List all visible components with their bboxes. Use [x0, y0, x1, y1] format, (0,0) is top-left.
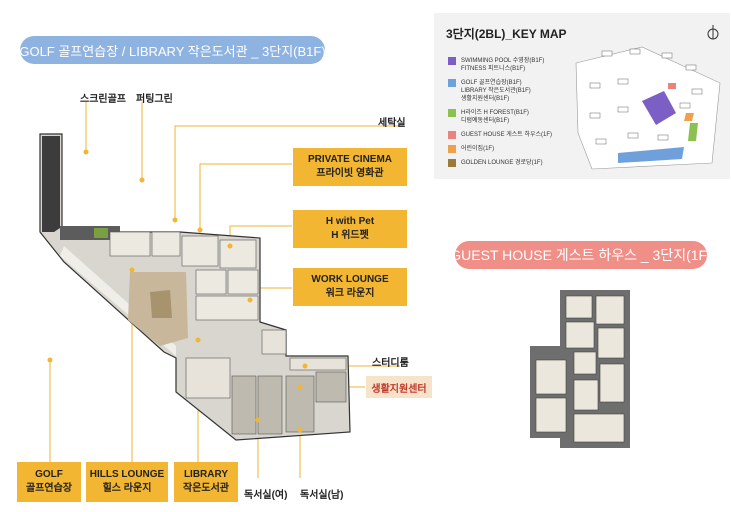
north-arrow-icon: [707, 25, 719, 40]
key-text: GOLF 골프연습장(B1F): [461, 80, 522, 86]
hills-lounge-en: HILLS LOUNGE: [89, 469, 165, 480]
key-text: GOLDEN LOUNGE 경로당(1F): [461, 160, 543, 166]
work-lounge-en: WORK LOUNGE: [311, 274, 389, 285]
key-item-golf: GOLF 골프연습장(B1F) LIBRARY 작은도서관(B1F) 생활지원센터(…: [448, 79, 531, 103]
site-map: [575, 46, 721, 170]
support-center-box: 생활지원센터: [366, 376, 432, 398]
golf-box: GOLF 골프연습장: [17, 462, 81, 502]
study-room-label: 스터디룸: [372, 358, 409, 369]
private-cinema-en: PRIVATE CINEMA: [307, 154, 393, 165]
putting-green-label: 퍼팅그린: [136, 94, 173, 105]
private-cinema-box: PRIVATE CINEMA 프라이빗 영화관: [293, 148, 407, 186]
reading-room-female-label: 독서실(여): [244, 490, 288, 501]
work-lounge-box: WORK LOUNGE 워크 라운지: [293, 268, 407, 306]
library-ko: 작은도서관: [183, 483, 229, 494]
key-text: H라이즈 H FOREST(B1F): [461, 110, 529, 116]
reading-room-male-label: 독서실(남): [300, 490, 344, 501]
library-box: LIBRARY 작은도서관: [174, 462, 238, 502]
main-floor-title: GOLF 골프연습장 / LIBRARY 작은도서관 _ 3단지(B1F): [19, 36, 326, 64]
laundry-label: 세탁실: [378, 118, 406, 129]
h-with-pet-ko: H 위드펫: [331, 230, 369, 241]
key-item-golden: GOLDEN LOUNGE 경로당(1F): [448, 159, 543, 167]
screen-golf-label: 스크린골프: [80, 94, 126, 105]
h-with-pet-box: H with Pet H 위드펫: [293, 210, 407, 248]
golf-swatch: [448, 79, 456, 87]
key-text: 디럼예동센터(B1F): [461, 118, 510, 124]
key-text: LIBRARY 작은도서관(B1F): [461, 88, 531, 94]
key-item-daycare: 어린이집(1F): [448, 145, 494, 153]
golf-ko: 골프연습장: [26, 483, 72, 494]
h-with-pet-en: H with Pet: [325, 216, 375, 227]
key-text: SWIMMING POOL 수영장(B1F): [461, 58, 545, 64]
private-cinema-ko: 프라이빗 영화관: [316, 168, 384, 179]
hills-lounge-box: HILLS LOUNGE 힐스 라운지: [86, 462, 168, 502]
key-text: 어린이집(1F): [461, 146, 495, 152]
key-map-panel: 3단지(2BL)_KEY MAP SWIMMING POOL 수영장(B1F) F…: [434, 13, 730, 179]
key-text: 생활지원센터(B1F): [461, 96, 510, 102]
library-en: LIBRARY: [183, 469, 229, 480]
key-text: FITNESS 피트니스(B1F): [461, 66, 526, 72]
key-map-title: 3단지(2BL)_KEY MAP: [446, 27, 567, 41]
key-item-pool: SWIMMING POOL 수영장(B1F) FITNESS 피트니스(B1F): [448, 57, 544, 73]
golf-en: GOLF: [35, 469, 63, 480]
key-text: GUEST HOUSE 게스트 하우스(1F): [461, 132, 553, 138]
guest-swatch: [448, 131, 456, 139]
key-item-guest: GUEST HOUSE 게스트 하우스(1F): [448, 131, 552, 139]
pool-swatch: [448, 57, 456, 65]
daycare-swatch: [448, 145, 456, 153]
guest-house-title: GUEST HOUSE 게스트 하우스 _ 3단지(1F): [450, 241, 712, 269]
key-item-forest: H라이즈 H FOREST(B1F) 디럼예동센터(B1F): [448, 109, 529, 125]
work-lounge-ko: 워크 라운지: [325, 288, 375, 299]
hills-lounge-ko: 힐스 라운지: [102, 483, 152, 494]
golden-swatch: [448, 159, 456, 167]
forest-swatch: [448, 109, 456, 117]
